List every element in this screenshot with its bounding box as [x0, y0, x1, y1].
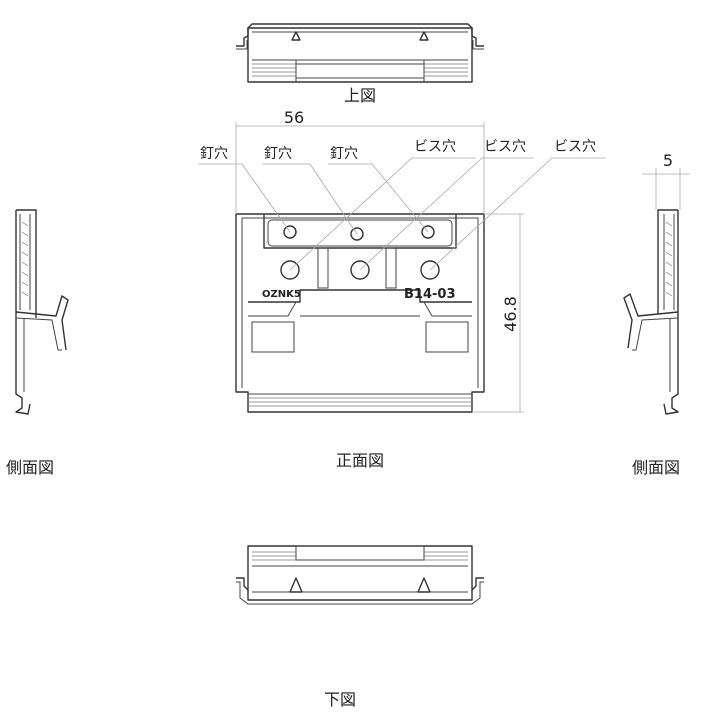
top-view-label: 上図 — [344, 86, 376, 105]
callout-screw-hole-1: ビス穴 — [414, 139, 456, 155]
width-dimension-value: 56 — [284, 108, 304, 127]
right-side-view-label: 側面図 — [632, 458, 680, 477]
part-mark-left: OZNK5 — [262, 289, 301, 300]
depth-dimension-value: 5 — [663, 151, 673, 170]
callout-screw-hole-2: ビス穴 — [484, 139, 526, 155]
callout-nail-hole-3: 釘穴 — [330, 145, 358, 162]
top-view-drawing — [236, 23, 484, 83]
callout-screw-hole-3: ビス穴 — [554, 139, 596, 155]
depth-dimension — [642, 168, 690, 210]
part-mark-right: B14-03 — [404, 287, 456, 302]
callout-nail-hole-2: 釘穴 — [264, 145, 292, 162]
width-dimension — [235, 122, 485, 214]
left-side-view-drawing — [15, 209, 69, 415]
left-side-view-label: 側面図 — [6, 458, 54, 477]
callout-leaders — [198, 157, 606, 271]
bottom-view-label: 下図 — [324, 690, 356, 709]
front-view-drawing — [235, 213, 485, 413]
right-side-view-drawing — [623, 209, 679, 415]
height-dimension-value: 46.8 — [501, 296, 520, 332]
bottom-view-drawing — [236, 545, 484, 605]
front-view-label: 正面図 — [336, 451, 384, 470]
callout-nail-hole-1: 釘穴 — [200, 145, 228, 162]
